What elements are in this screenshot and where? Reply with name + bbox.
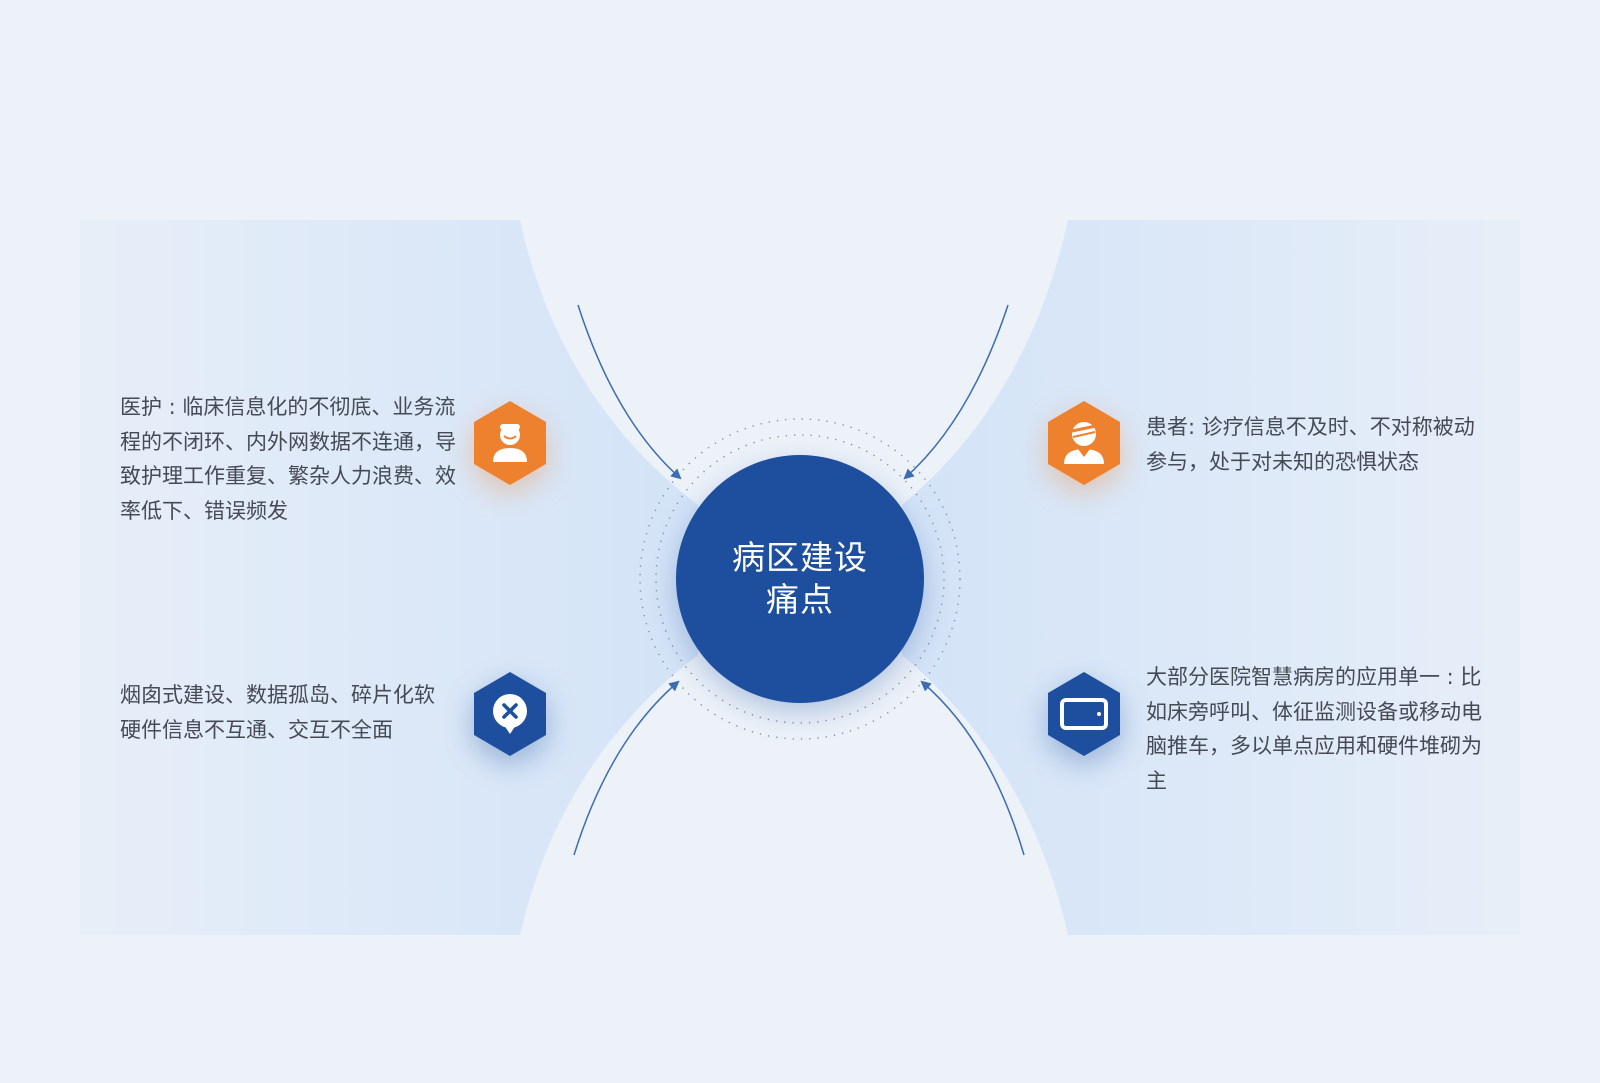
center-hub: 病区建设 痛点 <box>676 455 924 703</box>
dotted-rings <box>639 418 961 740</box>
left-panel <box>80 220 698 935</box>
right-panel <box>902 220 1520 935</box>
patient-icon <box>1047 400 1121 486</box>
connector-arrows <box>573 304 1025 856</box>
center-title-line1: 病区建设 <box>732 538 868 577</box>
pain-point-data-silos: 烟囱式建设、数据孤岛、碎片化软硬件信息不互通、交互不全面 <box>120 683 435 742</box>
pain-point-medical-staff: 医护 : 临床信息化的不彻底、业务流程的不闭环、内外网数据不连通，导致护理工作重… <box>120 395 456 523</box>
close-bubble-icon <box>473 671 547 757</box>
tablet-icon <box>1047 671 1121 757</box>
pain-point-patients: 患者: 诊疗信息不及时、不对称被动参与，处于对未知的恐惧状态 <box>1146 415 1475 474</box>
center-title-line2: 痛点 <box>766 580 834 619</box>
pain-point-single-application: 大部分医院智慧病房的应用单一 : 比如床旁呼叫、体征监测设备或移动电脑推车，多以… <box>1146 665 1482 793</box>
nurse-icon <box>473 400 547 486</box>
